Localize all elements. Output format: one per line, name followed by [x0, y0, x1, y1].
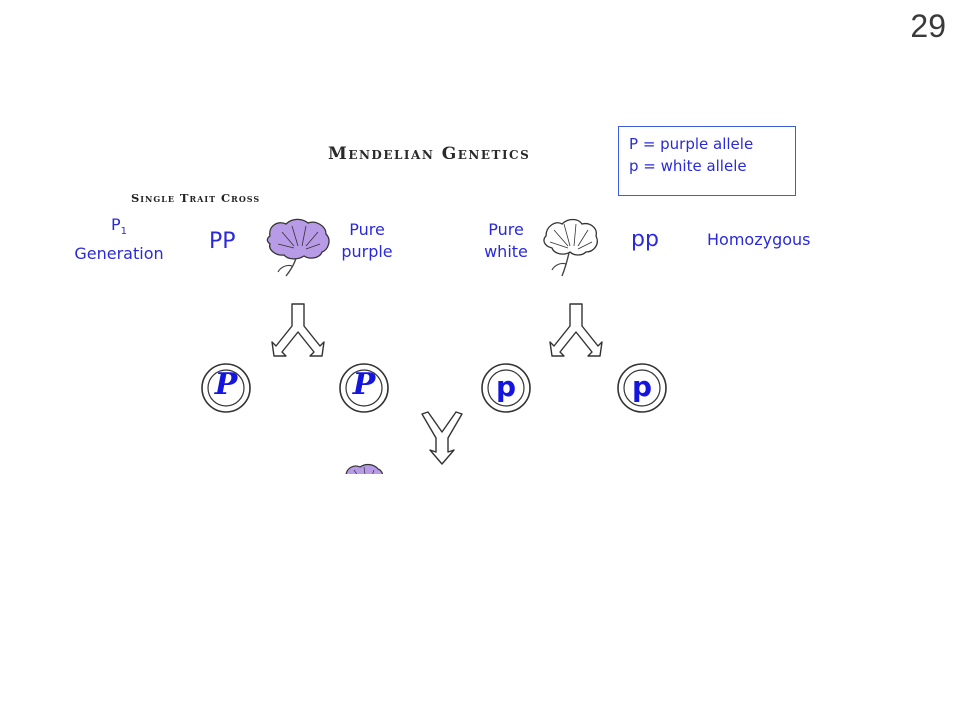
slide-number: 29 [910, 8, 946, 44]
legend-line-purple: P = purple allele [629, 135, 754, 153]
allele-legend: P = purple allele p = white allele [618, 126, 796, 196]
parent-purple-label-line2: purple [341, 242, 393, 261]
white-flower-icon [543, 218, 598, 277]
gamete-cell: P [198, 360, 254, 416]
gamete-cell: P [336, 360, 392, 416]
offspring-flower [340, 462, 386, 474]
split-arrow-icon [549, 303, 603, 357]
legend-line-white: p = white allele [629, 157, 747, 175]
cell-ring-icon [481, 363, 531, 413]
generation-label: P1 Generation [62, 214, 176, 265]
gamete-allele: P [352, 367, 376, 402]
merge-arrow-icon [421, 411, 463, 465]
homozygous-label: Homozygous [707, 230, 811, 249]
gamete-allele: P [214, 367, 238, 402]
parent-purple-label-line1: Pure [349, 220, 385, 239]
gamete-cell: p [614, 360, 670, 416]
cell-ring-icon [617, 363, 667, 413]
split-arrow-icon [271, 303, 325, 357]
purple-flower-icon [266, 218, 330, 277]
parent-white-label-line2: white [484, 242, 528, 261]
parent-purple-label: Pure purple [334, 219, 400, 263]
parent-white-label-line1: Pure [488, 220, 524, 239]
gamete-allele: p [631, 370, 653, 403]
parent-white-genotype: pp [631, 227, 659, 252]
diagram-title: Mendelian Genetics [328, 144, 531, 164]
parent-white-label: Pure white [475, 219, 537, 263]
parent-purple-genotype: PP [209, 229, 236, 254]
gamete-allele: p [495, 370, 517, 403]
diagram-subtitle: Single Trait Cross [131, 191, 261, 205]
cell-ring-icon [339, 363, 389, 413]
cell-ring-icon [201, 363, 251, 413]
gamete-cell: p [478, 360, 534, 416]
purple-flower-icon [345, 463, 384, 474]
generation-text: Generation [74, 244, 164, 264]
generation-symbol: P1 [110, 215, 128, 238]
